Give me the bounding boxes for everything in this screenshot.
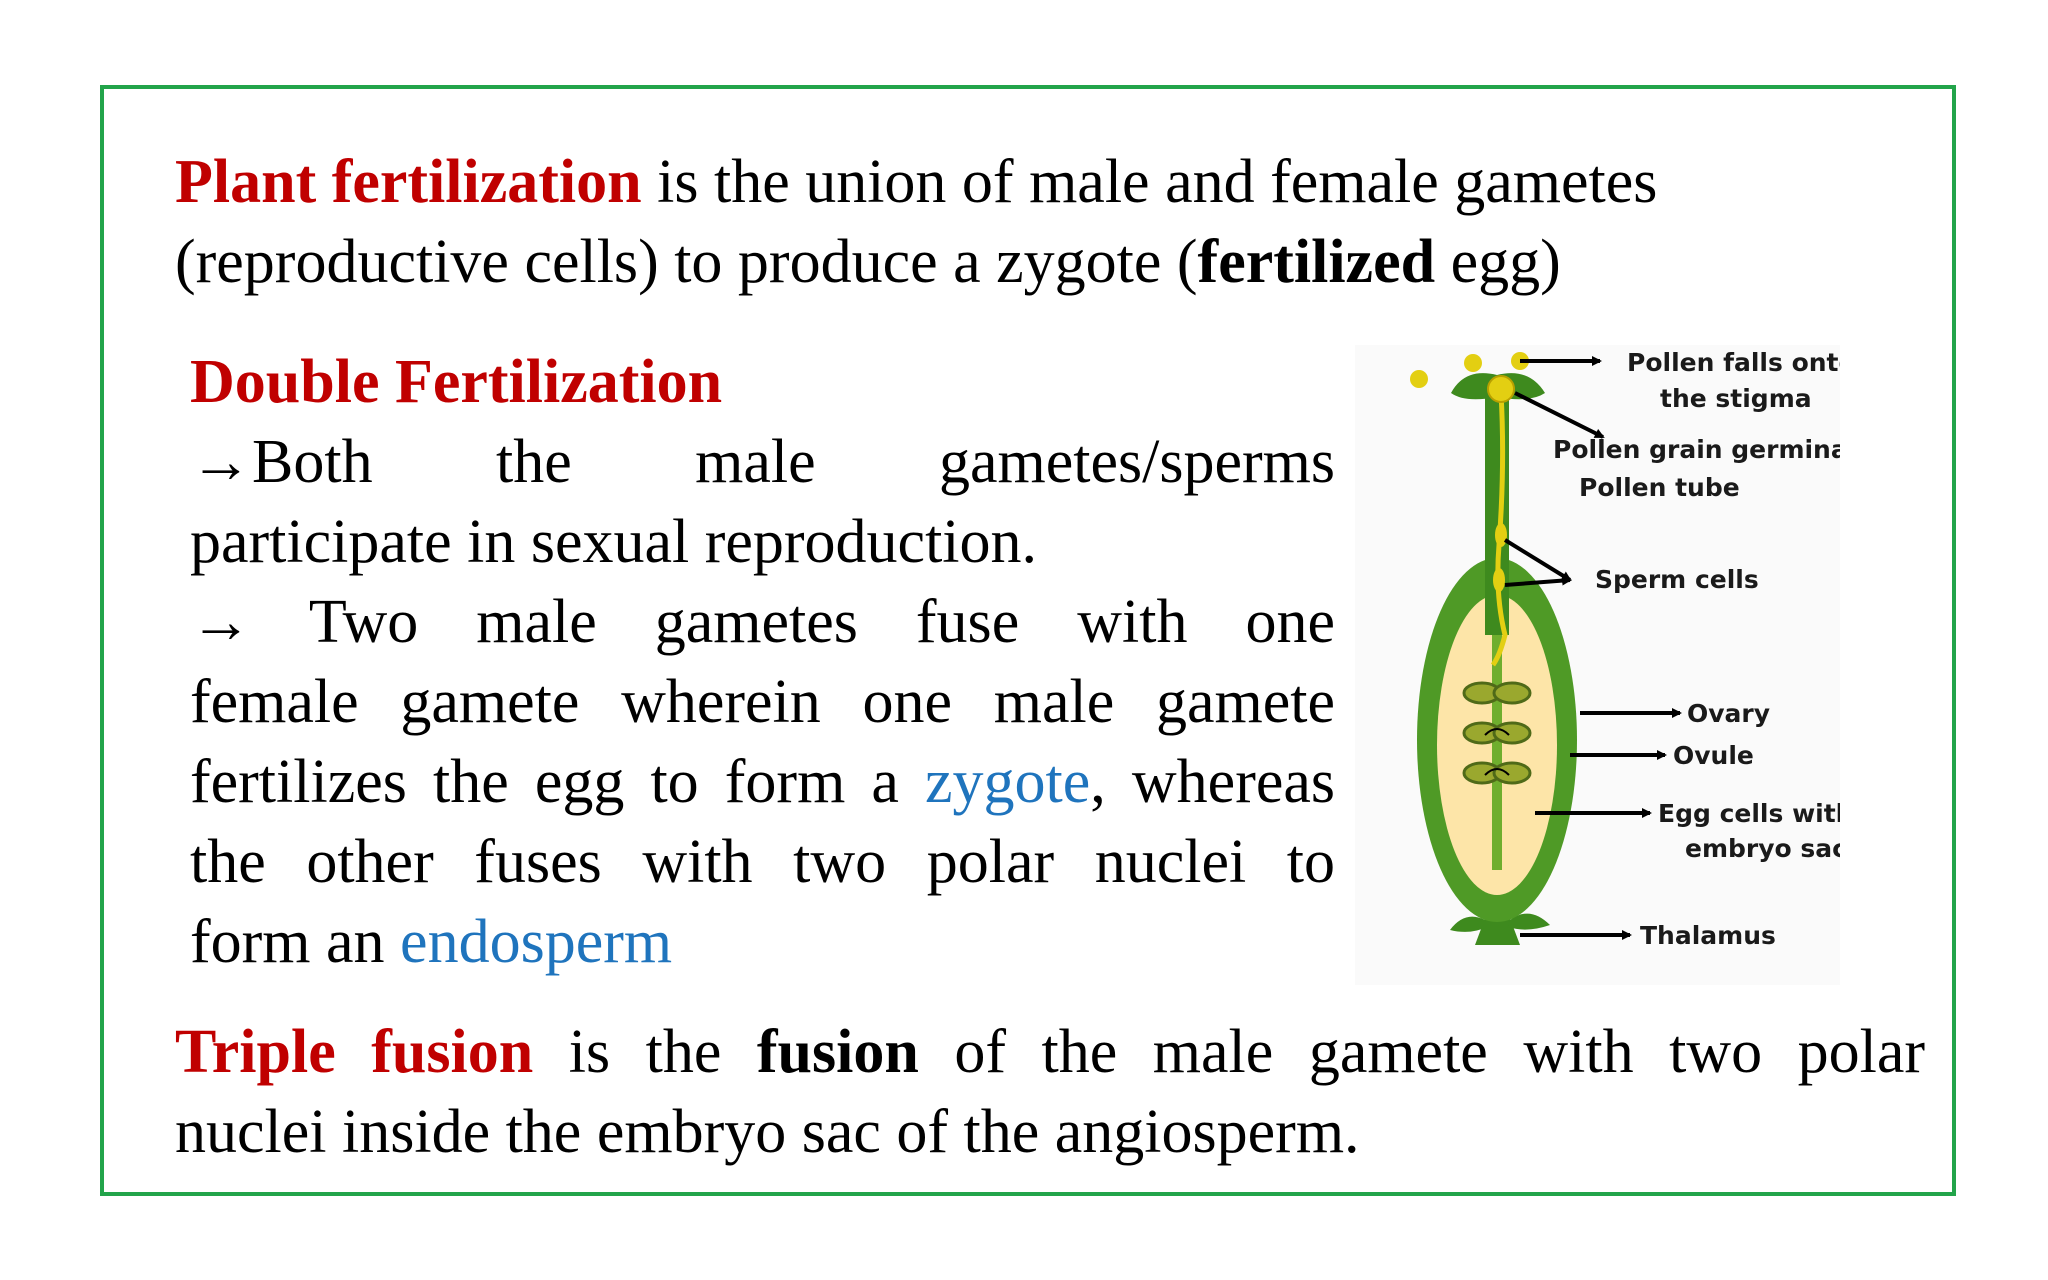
label-ovule: Ovule <box>1673 741 1754 770</box>
ovules <box>1462 681 1532 785</box>
arrow-sperm-2 <box>1504 575 1572 587</box>
arrow-2: → <box>190 588 252 656</box>
sepal-right <box>1508 913 1550 930</box>
point-2-line-2: female gamete wherein one male gamete <box>190 668 1335 736</box>
point-2-line-1: → Two male gametes fuse with one <box>190 588 1335 656</box>
point-2-line-5: form an endosperm <box>190 908 673 976</box>
term-triple-fusion: Triple fusion <box>175 1018 534 1086</box>
label-thalamus: Thalamus <box>1640 921 1776 950</box>
label-stigma: the stigma <box>1660 384 1812 413</box>
intro-text-2: egg) <box>1435 228 1561 296</box>
label-ovary: Ovary <box>1687 699 1770 728</box>
term-endosperm: endosperm <box>400 908 673 976</box>
point-2-line-4: the other fuses with two polar nuclei to <box>190 828 1335 896</box>
double-fertilization-heading: Double Fertilization <box>190 348 723 416</box>
label-egg-cells: Egg cells within <box>1658 799 1840 828</box>
triple-line-1: Triple fusion is the fusion of the male … <box>175 1018 1926 1086</box>
double-fertilization-section: Double Fertilization →Both the male game… <box>190 342 1335 982</box>
intro-paragraph: Plant fertilization is the union of male… <box>175 142 1875 302</box>
intro-text-1: is the union of male and female gametes … <box>175 148 1658 296</box>
arrow-1: → <box>190 428 252 496</box>
sepal-left <box>1450 916 1487 932</box>
point-2-line-3: fertilizes the egg to form a zygote, whe… <box>190 748 1336 816</box>
pollen-grain-1 <box>1410 370 1428 388</box>
triple-fusion-paragraph: Triple fusion is the fusion of the male … <box>175 1012 1925 1172</box>
arrow-sperm-1 <box>1503 538 1572 582</box>
arrow-germination <box>1514 391 1605 439</box>
term-plant-fertilization: Plant fertilization <box>175 148 642 216</box>
sperm-cell-2 <box>1493 568 1505 592</box>
triple-line-2: nuclei inside the embryo sac of the angi… <box>175 1098 1360 1166</box>
term-fertilized: fertilized <box>1197 228 1436 296</box>
label-pollen-falls: Pollen falls onto <box>1627 348 1840 377</box>
label-pollen-tube: Pollen tube <box>1579 473 1740 502</box>
content-frame <box>100 85 1956 1196</box>
double-fertilization-diagram: Pollen falls onto the stigma Pollen grai… <box>1355 345 1840 985</box>
term-fusion: fusion <box>756 1018 919 1086</box>
pollen-grain-2 <box>1464 354 1482 372</box>
point-1-line-2: participate in sexual reproduction. <box>190 508 1038 576</box>
point-1-line-1: →Both the male gametes/sperms <box>190 428 1335 496</box>
label-sperm-cells: Sperm cells <box>1595 565 1759 594</box>
label-pollen-grain-germination: Pollen grain germination <box>1553 435 1840 464</box>
term-zygote: zygote <box>925 748 1091 816</box>
sperm-cell-1 <box>1495 523 1507 547</box>
placenta <box>1492 620 1502 870</box>
pollen-grain-on-stigma <box>1487 375 1515 403</box>
label-embryo-sac: embryo sac <box>1685 834 1840 863</box>
